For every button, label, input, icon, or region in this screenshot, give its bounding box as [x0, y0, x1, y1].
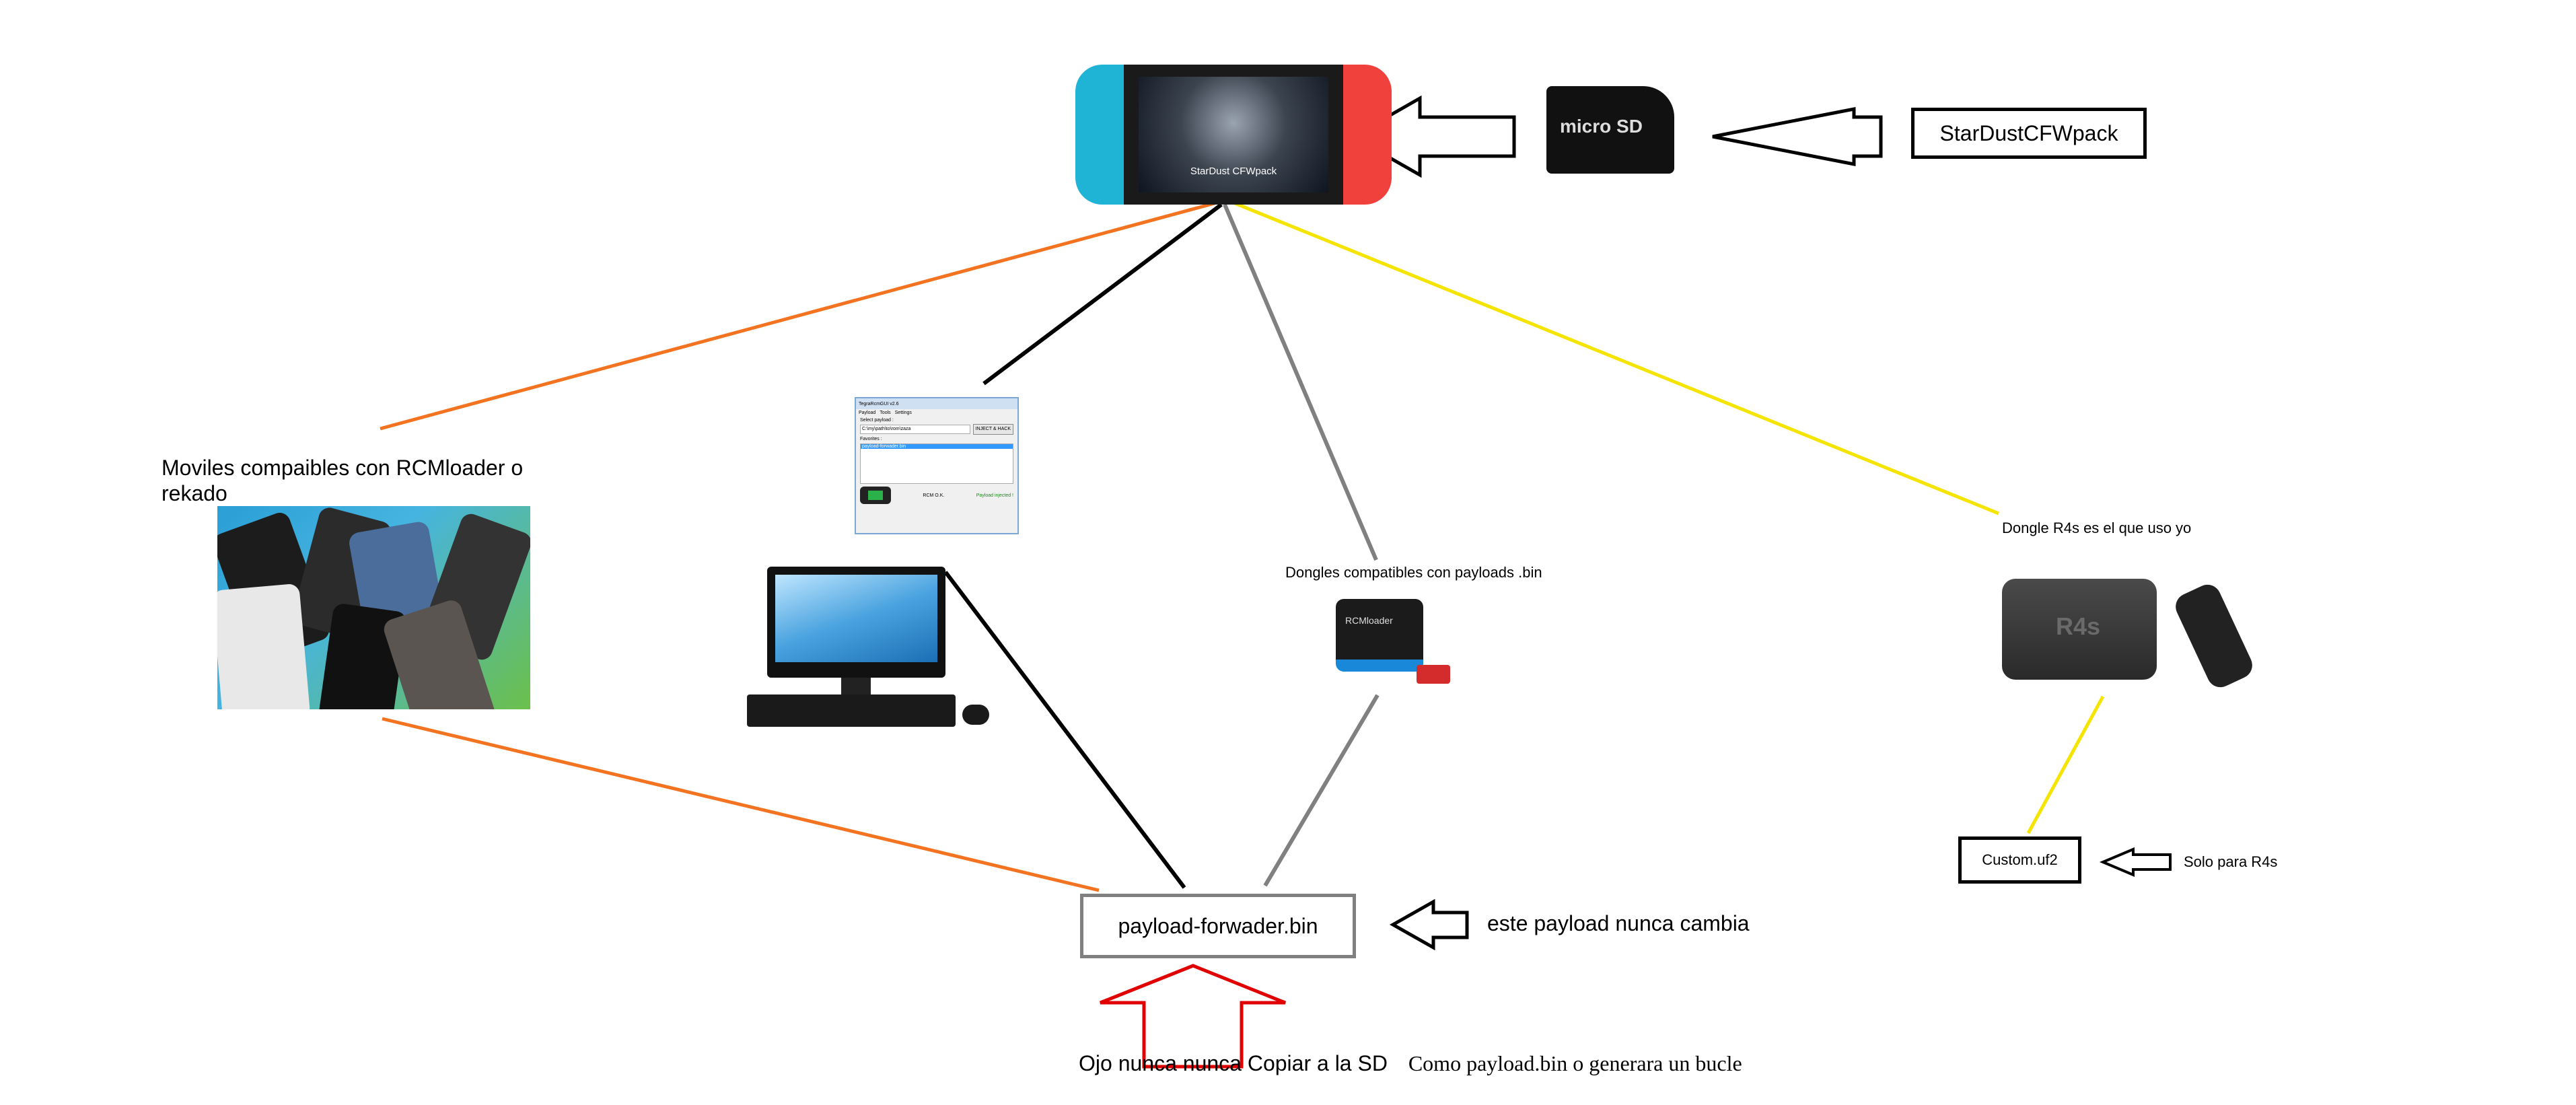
mouse: [962, 705, 989, 725]
gray-line-dongle-to-switch: [1223, 203, 1378, 561]
favorites-list: payload-forwader.bin: [860, 443, 1013, 484]
gray-line-dongle-to-payload: [1263, 694, 1380, 887]
left-joycon: [1075, 65, 1124, 205]
payload-status-text: Payload injected !: [976, 493, 1013, 498]
micro-sd-card-image: micro SD: [1546, 86, 1674, 174]
warning-note: Ojo nunca nunca Copiar a la SD Como payl…: [1079, 1051, 1742, 1076]
desktop-computer-image: [747, 567, 996, 735]
arrow-note-to-payload: [1389, 898, 1469, 951]
arrow-sd-to-switch: [1349, 95, 1516, 178]
dongles-caption: Dongles compatibles con payloads .bin: [1285, 564, 1542, 581]
switch-screen-text: StarDust CFWpack: [1190, 166, 1277, 177]
select-payload-label: Select payload :: [860, 418, 894, 423]
yellow-line-r4s-to-switch: [1231, 200, 1999, 515]
tab-settings[interactable]: Settings: [894, 411, 912, 415]
warning-note-part1: Ojo nunca nunca Copiar a la SD: [1079, 1051, 1388, 1075]
r4s-text: R4s: [2056, 612, 2101, 640]
orange-line-phones-to-payload: [382, 717, 1100, 892]
tab-payload[interactable]: Payload: [859, 411, 876, 415]
black-line-pc-to-switch: [982, 203, 1223, 386]
arrow-pack-to-sd: [1712, 106, 1883, 167]
warning-note-part2: Como payload.bin o generara un bucle: [1408, 1051, 1742, 1075]
window-title: TegraRcmGUI v2.6: [859, 401, 899, 406]
payload-path-field[interactable]: C:\my\path\to\rom\zaza: [860, 425, 970, 434]
dongle-text: RCMloader: [1345, 615, 1393, 626]
window-titlebar: TegraRcmGUI v2.6: [856, 398, 1017, 409]
rcm-status-icon: [860, 487, 891, 504]
favorite-item[interactable]: payload-forwader.bin: [861, 444, 1013, 449]
right-joycon: [1343, 65, 1392, 205]
dongle-body: RCMloader: [1336, 599, 1423, 672]
rcm-status-text: RCM O.K.: [923, 493, 945, 498]
r4s-cap: [2171, 580, 2257, 692]
phones-caption: Moviles compaibles con RCMloader o rekad…: [162, 456, 524, 505]
custom-uf2-label: Custom.uf2: [1982, 851, 2058, 868]
custom-uf2-box: Custom.uf2: [1958, 836, 2081, 884]
tegrarcmgui-window: TegraRcmGUI v2.6 Payload Tools Settings …: [855, 397, 1019, 534]
r4s-body: R4s: [2002, 579, 2157, 680]
warning-up-arrow: [1100, 964, 1286, 1069]
stardust-cfwpack-label: StarDustCFWpack: [1939, 120, 2118, 145]
rcm-dongle-image: RCMloader: [1336, 585, 1480, 707]
tab-tools[interactable]: Tools: [880, 411, 891, 415]
favorites-label: Favorites :: [860, 437, 882, 441]
payload-forwarder-box: payload-forwader.bin: [1080, 894, 1356, 958]
black-line-pc-to-payload: [943, 571, 1186, 889]
window-tabs: Payload Tools Settings: [856, 409, 1017, 417]
payload-note: este payload nunca cambia: [1487, 911, 1750, 935]
payload-forwarder-label: payload-forwader.bin: [1118, 913, 1318, 938]
yellow-line-r4s-to-uf2: [2026, 695, 2105, 834]
switch-screen: StarDust CFWpack: [1124, 65, 1343, 205]
r4s-dongle-image: R4s: [2002, 565, 2258, 700]
r4s-caption: Dongle R4s es el que uso yo: [2002, 520, 2192, 536]
dongle-accessory: [1417, 665, 1450, 684]
nintendo-switch-image: StarDust CFWpack: [1075, 65, 1392, 205]
monitor-stand: [841, 678, 871, 695]
phones-image: [217, 506, 530, 709]
solo-r4s-note: Solo para R4s: [2184, 853, 2278, 870]
arrow-solo-to-uf2: [2099, 847, 2172, 878]
keyboard: [747, 694, 956, 727]
orange-line-phones-to-switch: [380, 201, 1215, 431]
stardust-cfwpack-box: StarDustCFWpack: [1911, 108, 2147, 159]
inject-button[interactable]: INJECT & HACK: [972, 424, 1013, 435]
monitor: [767, 567, 945, 678]
sd-card-text: micro SD: [1560, 116, 1643, 137]
